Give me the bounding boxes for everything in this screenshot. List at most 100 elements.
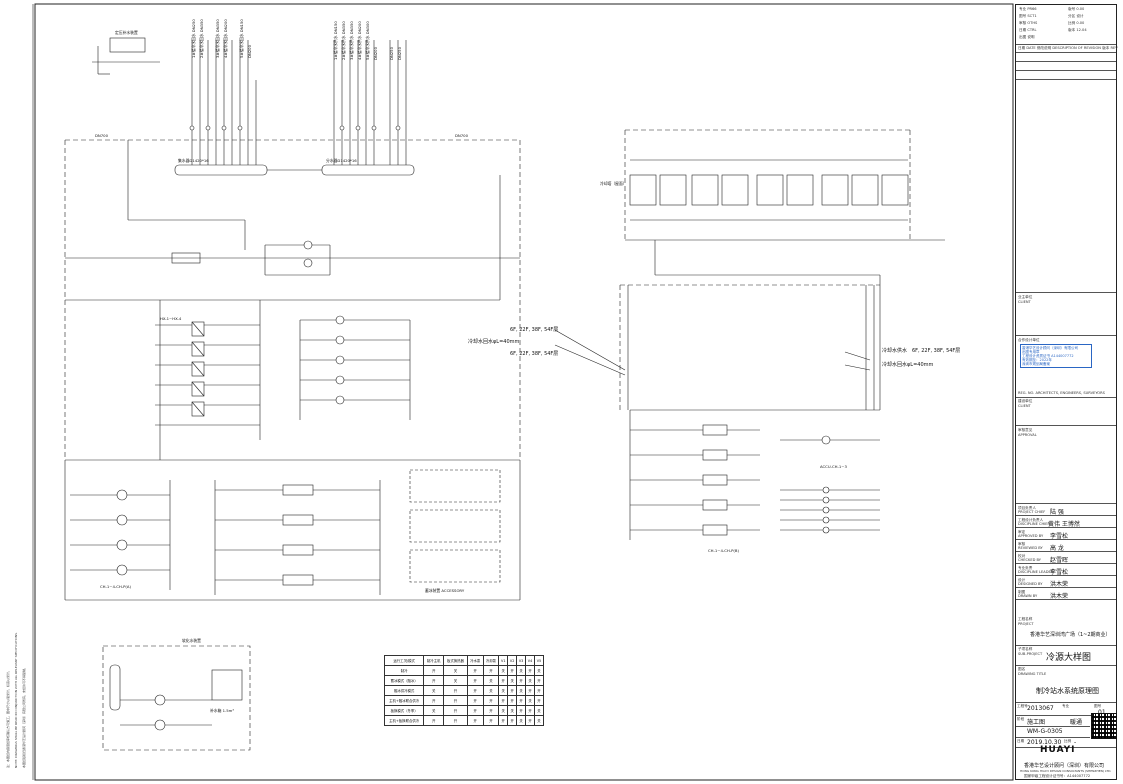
cooling-pump-bank bbox=[70, 480, 171, 590]
stamp-en: REG. NO. ARCHITECTS, ENGINEERS, SURVEYOR… bbox=[1018, 391, 1105, 395]
heat-exchanger-bank bbox=[155, 321, 260, 426]
staff-name: 洪木荣 bbox=[1050, 581, 1069, 588]
right-chiller-stack bbox=[629, 409, 880, 540]
distributor-label: 分水器D1420*16 bbox=[326, 158, 357, 163]
title-block: 专业 PR66 版号 0.00 图号 SCT1 分区 设计 审核 OTHS 比例… bbox=[1015, 4, 1118, 780]
approval-label: 审核意见 bbox=[1018, 428, 1033, 432]
discipline: 暖通 bbox=[1070, 719, 1083, 726]
qr-code-icon bbox=[1091, 713, 1117, 739]
revision-header: 日期 DATE 修改说明 DESCRIPTION OF REVISION 版本 … bbox=[1018, 46, 1118, 50]
pump-group-a-label: CH-1~4-CH-P(B) bbox=[708, 548, 740, 553]
mode-table-row: 融冰供冷模式关开开关关开关开开 bbox=[383, 685, 545, 696]
owner-en: CLIENT bbox=[1018, 300, 1031, 304]
svg-text:3#楼冷水回水 DN350: 3#楼冷水回水 DN350 bbox=[215, 19, 220, 58]
svg-text:1#楼冷水回水 DN250: 1#楼冷水回水 DN250 bbox=[191, 19, 196, 58]
staff-name: 赵雪晖 bbox=[1050, 557, 1069, 564]
chiller-group-label: ACCU-CH-1~3 bbox=[820, 464, 847, 469]
company-logo: HUAYI bbox=[1040, 745, 1076, 755]
svg-text:4#楼冷水回水 DN200: 4#楼冷水回水 DN200 bbox=[223, 19, 228, 58]
staff-name: 黄伟 王博然 bbox=[1048, 521, 1080, 528]
riser-label-2: 冷却水回水φL=40mm bbox=[468, 338, 520, 345]
ice-storage-tanks bbox=[409, 469, 501, 583]
svg-text:5#楼冷水供水 DN300: 5#楼冷水供水 DN300 bbox=[365, 21, 370, 60]
pump-group-b-label: CH-1~4-CH-P(A) bbox=[100, 584, 132, 589]
scale: - bbox=[1074, 739, 1077, 746]
mode-table-row: 主机+融冰联合供冷开开开开开开开关开 bbox=[383, 695, 545, 706]
main-pipe-label-right: DN700 bbox=[455, 133, 469, 138]
staff-name: 高 龙 bbox=[1050, 545, 1064, 552]
pump-bank-middle bbox=[299, 315, 411, 420]
discipline-label: 专业 bbox=[1062, 704, 1070, 708]
svg-text:1#楼冷水供水 DN150: 1#楼冷水供水 DN150 bbox=[333, 21, 338, 60]
distributor-header bbox=[321, 164, 415, 176]
drawing-no: WM-G-0305 bbox=[1027, 728, 1063, 735]
side-note-supply: 6F, 22F, 38F, 54F层 bbox=[912, 348, 960, 354]
collector-branch-labels: 1#楼冷水回水 DN250 2#楼冷水回水 DN350 3#楼冷水回水 DN35… bbox=[191, 19, 252, 58]
distributor-branch-labels: 1#楼冷水供水 DN150 2#楼冷水供水 DN350 3#楼冷水供水 DN35… bbox=[333, 21, 402, 60]
consultant-label: 合作设计单位 bbox=[1018, 338, 1040, 342]
distributor-branches bbox=[333, 40, 407, 165]
approval-stamp: 香港华艺设计顾问（深圳）有限公司 出图专用章 工程设计资质证书 A1440077… bbox=[1020, 344, 1092, 368]
stage-label: 阶段 bbox=[1017, 717, 1025, 721]
svg-text:DN250: DN250 bbox=[389, 46, 394, 60]
sub-project-name: 冷源大样图 bbox=[1046, 653, 1092, 663]
project-en: PROJECT bbox=[1018, 622, 1034, 626]
riser-label-right-1: 冷却水供水 bbox=[882, 347, 907, 354]
chiller-bank-lower bbox=[214, 480, 381, 595]
svg-text:5#楼冷水回水 DN150: 5#楼冷水回水 DN150 bbox=[239, 19, 244, 58]
drawing-frame bbox=[34, 3, 1014, 781]
staff-name: 李雪松 bbox=[1050, 533, 1069, 540]
svg-text:2#楼冷水回水 DN350: 2#楼冷水回水 DN350 bbox=[199, 19, 204, 58]
stage: 施工图 bbox=[1027, 719, 1046, 726]
mode-table-row: 制冷开关开开关开关开关 bbox=[383, 665, 545, 676]
main-pipe-label: DN700 bbox=[95, 133, 109, 138]
owner-label: 业主单位 bbox=[1018, 295, 1033, 299]
makeup-detail-frame bbox=[102, 645, 251, 751]
svg-text:DN200: DN200 bbox=[247, 44, 252, 58]
expansion-tank-box bbox=[109, 37, 146, 53]
staff-name: 洪木荣 bbox=[1050, 593, 1069, 600]
scale-label: 比例 bbox=[1064, 739, 1072, 743]
company-en: HONG KONG HUAYI DESIGN CONSULTANTS (SHEN… bbox=[1020, 769, 1112, 773]
mode-table-row: 主机+板换联合供冷开开开开开开关开关 bbox=[383, 715, 545, 726]
date-label: 日期 bbox=[1017, 739, 1025, 743]
design-en: CLIENT bbox=[1018, 404, 1031, 408]
svg-text:DN200: DN200 bbox=[373, 46, 378, 60]
collector-header bbox=[174, 164, 268, 176]
cooling-towers-label: 冷却塔（屋面） bbox=[600, 181, 627, 186]
riser-label-right-2: 冷却水回水φL=40mm bbox=[882, 361, 934, 368]
job-no-label: 工程号 bbox=[1017, 704, 1028, 708]
collector-label: 集水器D1420*16 bbox=[178, 158, 209, 163]
job-no: 2013067 bbox=[1027, 705, 1054, 712]
sub-project-en: SUB-PROJECT bbox=[1018, 652, 1043, 656]
company-cn: 香港华艺设计顾问（深圳）有限公司 bbox=[1024, 763, 1105, 769]
date: 2019.10.30 bbox=[1027, 739, 1062, 746]
collector-branches bbox=[191, 40, 257, 165]
sheet-label: 图号 bbox=[1094, 704, 1102, 708]
svg-text:3#楼冷水供水 DN350: 3#楼冷水供水 DN350 bbox=[349, 21, 354, 60]
project-name: 香港华艺深圳湾广场（1~2期商业） bbox=[1030, 632, 1111, 638]
mode-table-row: 蓄冰模式（融冰）开关开关开关开关开 bbox=[383, 675, 545, 686]
drawing-title: 制冷站水系统原理图 bbox=[1036, 687, 1099, 695]
sheet-no: 01 bbox=[1098, 709, 1106, 716]
staff-name: 陆 强 bbox=[1050, 509, 1064, 516]
design-label: 建设单位 bbox=[1018, 399, 1033, 403]
svg-text:2#楼冷水供水 DN350: 2#楼冷水供水 DN350 bbox=[341, 21, 346, 60]
cooling-tower-array bbox=[624, 129, 945, 241]
makeup-tank-label: 补水箱 1.5m³ bbox=[210, 708, 234, 713]
svg-text:DN250: DN250 bbox=[397, 46, 402, 60]
drawing-title-en: DRAWING TITLE bbox=[1018, 672, 1047, 676]
heat-exchanger-label: HX-1~HX-4 bbox=[160, 316, 182, 321]
mode-table-row: 板换模式（冬季）关开开开关关开开关 bbox=[383, 705, 545, 716]
drawing-title-label: 图名 bbox=[1018, 667, 1026, 671]
riser-label-1: 6F, 22F, 38F, 54F层 bbox=[510, 327, 558, 333]
svg-text:4#楼冷水供水 DN200: 4#楼冷水供水 DN200 bbox=[357, 21, 362, 60]
license: 国家甲级工程设计证书号：A144007772 bbox=[1024, 774, 1091, 778]
sub-project-label: 子项名称 bbox=[1018, 647, 1033, 651]
approval-en: APPROVAL bbox=[1018, 433, 1037, 437]
staff-name: 李雪松 bbox=[1050, 569, 1069, 576]
